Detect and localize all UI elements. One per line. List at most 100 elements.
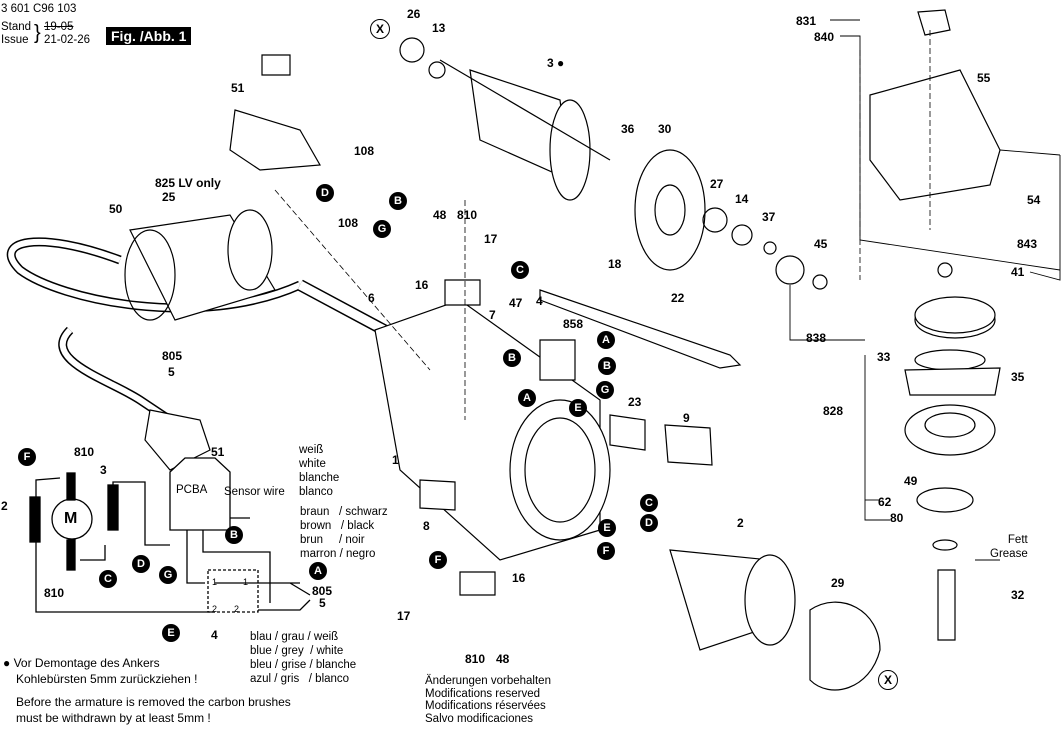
- part-label: 805: [162, 349, 183, 363]
- part-label: 48: [496, 652, 510, 666]
- part-label: 29: [831, 576, 845, 590]
- part-label: 825 LV only: [155, 176, 221, 190]
- marker-g: G: [159, 566, 177, 584]
- part-label: 36: [621, 122, 635, 136]
- part-label: 858: [563, 317, 584, 331]
- note-en-1: Before the armature is removed the carbo…: [16, 695, 291, 709]
- part-label: 108: [354, 144, 375, 158]
- part-label: 51: [231, 81, 245, 95]
- wiring-label: 4: [211, 628, 218, 642]
- part-label: 80: [890, 511, 904, 525]
- pcba-label: PCBA: [176, 484, 208, 496]
- wiring-label: 3: [100, 463, 107, 477]
- wiring-label: 805: [312, 584, 333, 598]
- part-label: 47: [509, 296, 523, 310]
- marker-d: D: [640, 514, 658, 532]
- part-label: 62: [878, 495, 892, 509]
- marker-x: X: [878, 670, 898, 690]
- part-label: 55: [977, 71, 991, 85]
- part-label: 108: [338, 216, 359, 230]
- part-label: 23: [628, 395, 642, 409]
- part-label: 16: [415, 278, 429, 292]
- part-label: 7: [489, 308, 496, 322]
- note-de-1: ● Vor Demontage des Ankers: [3, 656, 160, 670]
- marker-g: G: [596, 381, 614, 399]
- marker-e: E: [162, 624, 180, 642]
- part-label: 840: [814, 30, 835, 44]
- part-label: 9: [683, 411, 690, 425]
- part-label: 48: [433, 208, 447, 222]
- marker-g: G: [373, 220, 391, 238]
- motor-symbol: M: [64, 510, 78, 527]
- marker-a: A: [518, 389, 536, 407]
- part-label: 8: [423, 519, 430, 533]
- part-label: 25: [162, 190, 176, 204]
- part-label: 843: [1017, 237, 1038, 251]
- part-label: 33: [877, 350, 891, 364]
- wiring-label: 810: [44, 586, 65, 600]
- part-label: 828: [823, 404, 844, 418]
- part-label: 810: [465, 652, 486, 666]
- part-label: 41: [1011, 265, 1025, 279]
- wiring-label: 51: [211, 445, 225, 459]
- marker-c: C: [99, 570, 117, 588]
- issue-label: Issue: [1, 34, 29, 46]
- part-label: 17: [397, 609, 411, 623]
- part-label: 18: [608, 257, 622, 271]
- part-label: 37: [762, 210, 776, 224]
- brace: }: [34, 22, 41, 44]
- part-label: 13: [432, 21, 446, 35]
- part-label: 831: [796, 14, 817, 28]
- part-label: 3 ●: [547, 56, 565, 70]
- marker-f: F: [18, 448, 36, 466]
- sensor-wire-label: Sensor wire: [224, 486, 285, 498]
- part-label: 14: [735, 192, 749, 206]
- marker-e: E: [569, 399, 587, 417]
- part-label: 1: [392, 453, 399, 467]
- switch-terminal: 1: [243, 577, 249, 587]
- marker-b: B: [598, 357, 616, 375]
- issue-value: 21-02-26: [44, 34, 91, 46]
- marker-e: E: [598, 519, 616, 537]
- switch-terminal: 2: [234, 604, 240, 614]
- marker-a: A: [309, 562, 327, 580]
- marker-c: C: [511, 261, 529, 279]
- marker-x: X: [370, 19, 390, 39]
- marker-f: F: [429, 551, 447, 569]
- part-label: 4: [536, 294, 543, 308]
- marker-a: A: [597, 331, 615, 349]
- part-label: 32: [1011, 588, 1025, 602]
- wiring-label: 5: [319, 596, 326, 610]
- part-label: 2: [737, 516, 744, 530]
- switch-terminal: 1: [212, 577, 218, 587]
- marker-b: B: [225, 526, 243, 544]
- stand-value: 19-05: [44, 21, 74, 33]
- figure-title: Fig. /Abb. 1: [106, 27, 192, 45]
- stand-label: Stand: [1, 21, 32, 33]
- marker-c: C: [640, 494, 658, 512]
- part-label: 30: [658, 122, 672, 136]
- part-label: 810: [457, 208, 478, 222]
- part-label: 49: [904, 474, 918, 488]
- part-label: 35: [1011, 370, 1025, 384]
- note-en-2: must be withdrawn by at least 5mm !: [16, 711, 211, 725]
- marker-b: B: [503, 349, 521, 367]
- part-label: 27: [710, 177, 724, 191]
- marker-d: D: [316, 184, 334, 202]
- part-label: 6: [368, 291, 375, 305]
- marker-f: F: [597, 542, 615, 560]
- part-label: 45: [814, 237, 828, 251]
- part-label: 26: [407, 7, 421, 21]
- document-number: 3 601 C96 103: [1, 3, 77, 15]
- marker-b: B: [389, 192, 407, 210]
- wiring-label: 810: [74, 445, 95, 459]
- part-label: 5: [168, 365, 175, 379]
- part-label: 54: [1027, 193, 1041, 207]
- note-de-2: Kohlebürsten 5mm zurückziehen !: [16, 672, 198, 686]
- part-label: 838: [806, 331, 827, 345]
- part-label: 50: [109, 202, 123, 216]
